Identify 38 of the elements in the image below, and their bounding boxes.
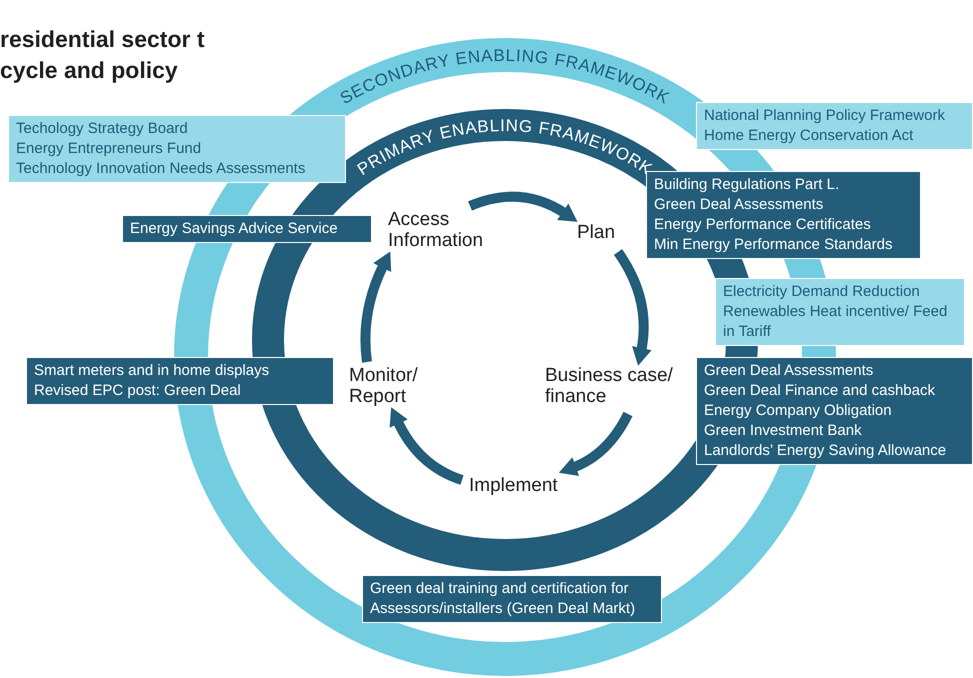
policy-item: Renewables Heat incentive/ Feed in Tariff <box>723 302 948 342</box>
cycle-arrow <box>360 251 392 363</box>
policy-box <box>8 115 346 183</box>
policy-box <box>26 357 334 405</box>
policy-box <box>696 357 973 465</box>
cycle-arrow <box>468 192 578 222</box>
policy-item: Green Deal Finance and cashback <box>704 381 936 401</box>
policy-item: Min Energy Performance Standards <box>654 235 894 255</box>
policy-item: Energy Entrepreneurs Fund <box>16 139 202 159</box>
policy-item: Landlords’ Energy Saving Allowance <box>704 441 948 461</box>
step-label: Business case/ finance <box>545 365 680 407</box>
policy-item: Green Deal Assessments <box>654 195 824 215</box>
policy-item: Techology Strategy Board <box>16 119 189 139</box>
policy-item: Electricity Demand Reduction <box>723 282 921 302</box>
policy-box <box>696 102 973 150</box>
policy-item: Green Deal Assessments <box>704 361 874 381</box>
diagram-title: residential sector t cycle and policy <box>0 25 206 85</box>
policy-box <box>715 278 965 346</box>
cycle-arrow <box>559 412 632 476</box>
policy-item: Building Regulations Part L. <box>654 175 840 195</box>
policy-box <box>122 215 372 243</box>
step-label: Monitor/ Report <box>349 365 429 407</box>
policy-item: National Planning Policy Framework <box>704 106 946 126</box>
step-label: Implement <box>469 475 564 496</box>
policy-item: Energy Savings Advice Service <box>130 219 339 239</box>
cycle-arrow <box>390 407 464 485</box>
policy-item: Energy Performance Certificates <box>654 215 872 235</box>
cycle-arrow <box>614 249 652 366</box>
policy-item: Green Investment Bank <box>704 421 863 441</box>
step-label: Plan <box>577 222 619 243</box>
policy-item: Technology Innovation Needs Assessments <box>16 159 306 179</box>
step-label: Access Information <box>388 209 500 251</box>
policy-item: Home Energy Conservation Act <box>704 126 914 146</box>
policy-item: Revised EPC post: Green Deal <box>34 381 242 401</box>
policy-item: Green deal training and certification for Assessors/installers (Green Deal Markt) <box>370 579 636 619</box>
policy-item: Energy Company Obligation <box>704 401 893 421</box>
policy-box <box>362 575 662 623</box>
policy-item: Smart meters and in home displays <box>34 361 270 381</box>
